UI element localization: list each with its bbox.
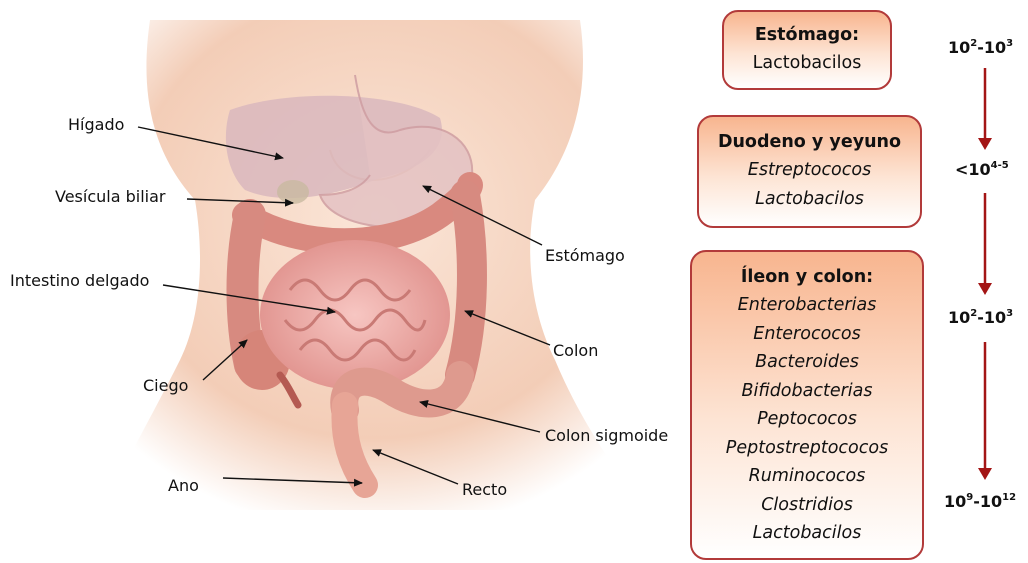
label-stomach: Estómago: [545, 246, 625, 265]
gallbladder-shape: [277, 180, 309, 204]
box-ileum-item: Peptostreptococos: [692, 434, 922, 463]
box-ileum-item: Enterococos: [692, 320, 922, 349]
box-ileum-title: Íleon y colon:: [692, 263, 922, 291]
arrow-down-icon: [975, 193, 995, 297]
label-colon: Colon: [553, 341, 598, 360]
box-ileum-item: Peptococos: [692, 405, 922, 434]
arrow-down-icon: [975, 342, 995, 482]
box-duodenum-item: Estreptococos: [699, 156, 920, 185]
box-duodenum-title: Duodeno y yeyuno: [699, 128, 920, 156]
label-cecum: Ciego: [143, 376, 188, 395]
label-small-intestine: Intestino delgado: [10, 271, 149, 290]
count-stomach: 102-103: [948, 38, 1013, 57]
box-ileum-item: Bacteroides: [692, 348, 922, 377]
label-liver: Hígado: [68, 115, 124, 134]
label-gallbladder: Vesícula biliar: [55, 187, 165, 206]
box-ileum-item: Bifidobacterias: [692, 377, 922, 406]
box-stomach-title: Estómago:: [724, 21, 890, 49]
box-ileum-colon: Íleon y colon: Enterobacterias Enterococ…: [690, 250, 924, 560]
box-stomach-item: Lactobacilos: [724, 49, 890, 78]
count-duodenum: <104-5: [955, 160, 1009, 179]
box-ileum-item: Enterobacterias: [692, 291, 922, 320]
box-duodenum-item: Lactobacilos: [699, 185, 920, 214]
box-ileum-item: Ruminococos: [692, 462, 922, 491]
label-sigmoid-colon: Colon sigmoide: [545, 426, 668, 445]
small-intestine-shape: [260, 240, 450, 390]
arrow-down-icon: [975, 68, 995, 152]
label-anus: Ano: [168, 476, 199, 495]
box-ileum-item: Clostridios: [692, 491, 922, 520]
count-colon: 109-1012: [944, 492, 1016, 511]
count-ileum: 102-103: [948, 308, 1013, 327]
box-ileum-item: Lactobacilos: [692, 519, 922, 548]
box-duodenum-jejunum: Duodeno y yeyuno Estreptococos Lactobaci…: [697, 115, 922, 228]
label-rectum: Recto: [462, 480, 507, 499]
box-stomach: Estómago: Lactobacilos: [722, 10, 892, 90]
descending-colon: [460, 195, 472, 375]
